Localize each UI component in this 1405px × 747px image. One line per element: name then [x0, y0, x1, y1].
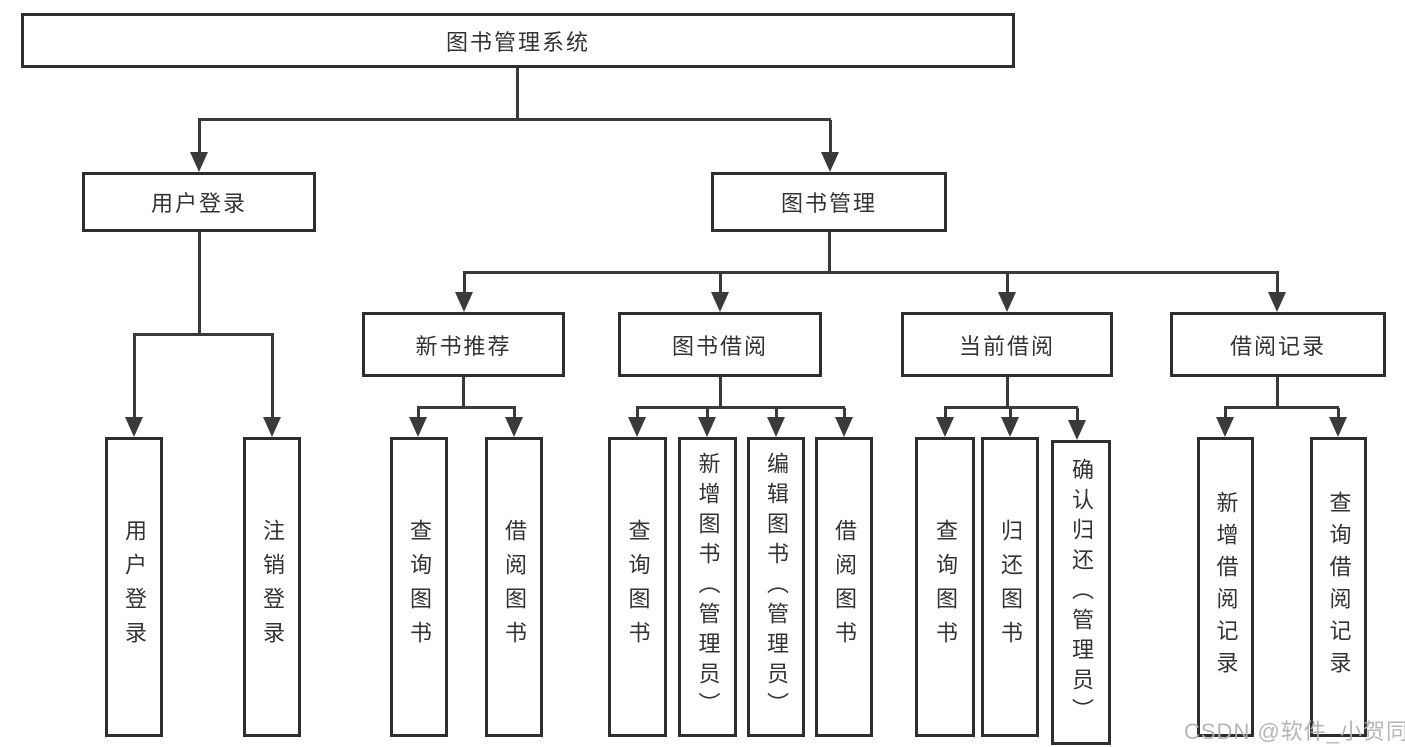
connector-vline — [843, 408, 846, 421]
node-user-login: 用户登录 — [82, 172, 316, 232]
arrowhead-down-icon — [1329, 417, 1347, 437]
connector-vline — [462, 377, 465, 408]
arrowhead-down-icon — [1268, 292, 1286, 312]
arrowhead-down-icon — [1216, 417, 1234, 437]
connector-hline — [198, 118, 831, 121]
arrowhead-down-icon — [1068, 420, 1086, 440]
arrowhead-down-icon — [1001, 417, 1019, 437]
arrowhead-down-icon — [998, 292, 1016, 312]
connector-vline — [1276, 273, 1279, 296]
connector-vline — [463, 273, 466, 296]
arrowhead-down-icon — [409, 417, 427, 437]
leaf-query-books-current: 查询图书 — [915, 437, 975, 737]
leaf-query-books-recommend: 查询图书 — [390, 437, 448, 737]
connector-vline — [1076, 408, 1079, 423]
leaf-borrow-books-recommend: 借阅图书 — [485, 437, 543, 737]
arrowhead-down-icon — [455, 292, 473, 312]
arrowhead-down-icon — [835, 417, 853, 437]
connector-vline — [719, 273, 722, 296]
node-book-borrowing: 图书借阅 — [618, 312, 822, 377]
connector-vline — [417, 408, 420, 421]
connector-hline — [944, 406, 1078, 409]
connector-vline — [775, 408, 778, 421]
leaf-add-book-admin: 新增图书（管理员） — [678, 437, 737, 737]
connector-hline — [1224, 406, 1339, 409]
connector-vline — [828, 232, 831, 273]
connector-hline — [417, 406, 516, 409]
connector-vline — [944, 408, 947, 421]
connector-vline — [513, 408, 516, 421]
leaf-query-books-borrowing: 查询图书 — [608, 437, 667, 737]
connector-vline — [719, 377, 722, 408]
leaf-confirm-return-admin: 确认归还（管理员） — [1051, 440, 1111, 745]
arrowhead-down-icon — [821, 152, 839, 172]
connector-hline — [463, 271, 1279, 274]
connector-vline — [636, 408, 639, 421]
connector-vline — [1006, 377, 1009, 408]
node-library-system: 图书管理系统 — [21, 13, 1015, 68]
arrowhead-down-icon — [936, 417, 954, 437]
connector-vline — [1224, 408, 1227, 421]
connector-vline — [829, 120, 832, 156]
leaf-user-login: 用户登录 — [105, 437, 163, 737]
leaf-query-borrow-record: 查询借阅记录 — [1310, 437, 1367, 737]
connector-vline — [1009, 408, 1012, 421]
arrowhead-down-icon — [505, 417, 523, 437]
connector-vline — [271, 335, 274, 421]
arrowhead-down-icon — [711, 292, 729, 312]
arrowhead-down-icon — [125, 417, 143, 437]
connector-hline — [636, 406, 845, 409]
csdn-watermark: CSDN @软件_小贺同学 — [1184, 719, 1405, 744]
arrowhead-down-icon — [190, 152, 208, 172]
connector-vline — [133, 335, 136, 421]
node-book-management: 图书管理 — [711, 172, 947, 232]
arrowhead-down-icon — [263, 417, 281, 437]
arrowhead-down-icon — [628, 417, 646, 437]
node-borrowing-records: 借阅记录 — [1170, 312, 1386, 377]
connector-vline — [198, 232, 201, 335]
leaf-logout: 注销登录 — [243, 437, 301, 737]
connector-vline — [198, 120, 201, 156]
leaf-add-borrow-record: 新增借阅记录 — [1197, 437, 1254, 737]
node-new-book-recommend: 新书推荐 — [362, 312, 565, 377]
connector-vline — [1337, 408, 1340, 421]
connector-vline — [1006, 273, 1009, 296]
connector-hline — [133, 333, 274, 336]
arrowhead-down-icon — [767, 417, 785, 437]
leaf-return-books: 归还图书 — [981, 437, 1039, 737]
arrowhead-down-icon — [698, 417, 716, 437]
connector-vline — [706, 408, 709, 421]
connector-vline — [1276, 377, 1279, 408]
leaf-borrow-books-borrowing: 借阅图书 — [815, 437, 873, 737]
leaf-edit-book-admin: 编辑图书（管理员） — [747, 437, 805, 737]
node-current-borrowing: 当前借阅 — [901, 312, 1113, 377]
connector-vline — [516, 68, 519, 120]
